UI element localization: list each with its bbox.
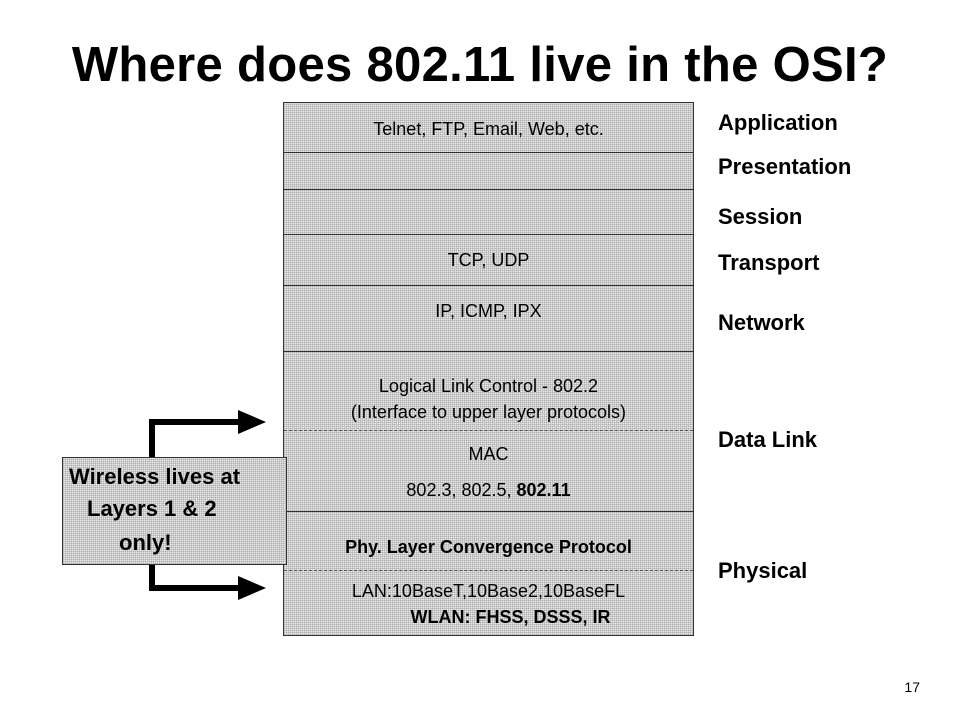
separator-llc-mac-dashed bbox=[284, 430, 693, 431]
arrowhead-datalink bbox=[238, 410, 266, 434]
page-number: 17 bbox=[904, 679, 920, 695]
separator-session-transport bbox=[284, 234, 693, 235]
layer-label-presentation: Presentation bbox=[718, 154, 852, 179]
pmd-wlan-standards: WLAN: FHSS, DSSS, IR bbox=[410, 607, 611, 627]
layer-label-network: Network bbox=[718, 310, 805, 335]
callout-line-2: Layers 1 & 2 bbox=[87, 496, 217, 521]
callout-line-1: Wireless lives at bbox=[69, 464, 241, 489]
plcp-label: Phy. Layer Convergence Protocol bbox=[345, 537, 632, 557]
layer-label-application: Application bbox=[718, 110, 838, 135]
callout-line-3: only! bbox=[119, 530, 172, 555]
separator-transport-network bbox=[284, 285, 693, 286]
arrow-to-physical bbox=[149, 565, 240, 591]
layer-label-datalink: Data Link bbox=[718, 427, 818, 452]
slide-title: Where does 802.11 live in the OSI? bbox=[71, 38, 889, 92]
transport-protocols: TCP, UDP bbox=[447, 250, 530, 270]
mac-standards-prefix: 802.3, 802.5, bbox=[406, 480, 517, 500]
network-protocols: IP, ICMP, IPX bbox=[435, 301, 542, 321]
layer-label-session: Session bbox=[718, 204, 803, 229]
separator-datalink-physical bbox=[284, 511, 693, 512]
pmd-lan-standards: LAN:10BaseT,10Base2,10BaseFL bbox=[351, 581, 626, 601]
mac-standard-80211: 802.11 bbox=[516, 480, 571, 500]
separator-network-datalink bbox=[284, 351, 693, 352]
separator-plcp-pmd-dashed bbox=[284, 570, 693, 571]
layer-label-transport: Transport bbox=[718, 250, 820, 275]
mac-title: MAC bbox=[468, 444, 509, 464]
llc-title: Logical Link Control - 802.2 bbox=[378, 376, 599, 396]
application-protocols: Telnet, FTP, Email, Web, etc. bbox=[373, 119, 604, 139]
separator-application-presentation bbox=[284, 152, 693, 153]
arrow-to-datalink bbox=[149, 419, 240, 457]
osi-stack-diagram: Telnet, FTP, Email, Web, etc. TCP, UDP I… bbox=[283, 102, 694, 636]
separator-presentation-session bbox=[284, 189, 693, 190]
mac-standards: 802.3, 802.5, 802.11 bbox=[284, 479, 693, 501]
llc-description: (Interface to upper layer protocols) bbox=[350, 402, 627, 422]
wireless-callout-box: Wireless lives at Layers 1 & 2 only! bbox=[62, 457, 287, 565]
layer-label-physical: Physical bbox=[718, 558, 808, 583]
arrowhead-physical bbox=[238, 576, 266, 600]
